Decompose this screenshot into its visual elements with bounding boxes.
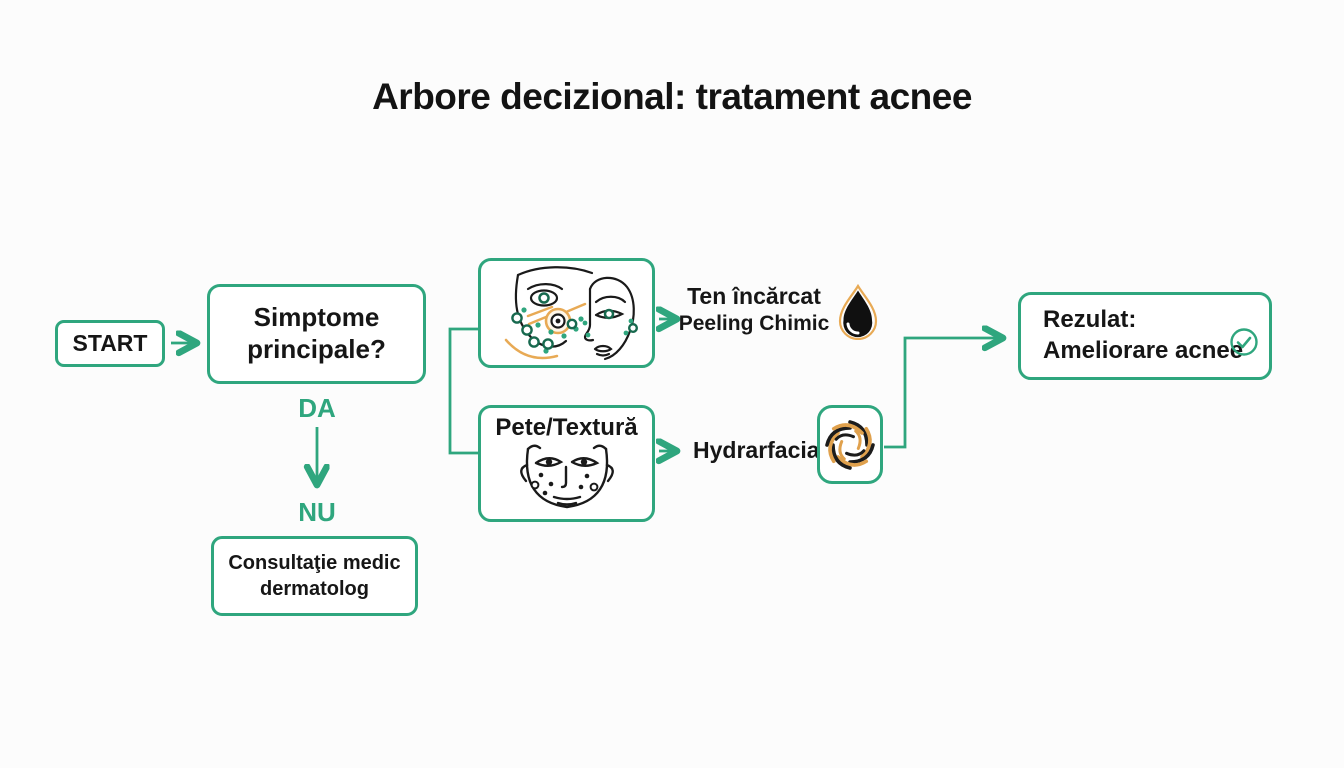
consult-line2: dermatolog [260, 578, 369, 600]
question-node: Simptome principale? [207, 284, 426, 384]
result-node: Rezulat: Ameliorare acnee [1018, 292, 1272, 380]
result-line1: Rezulat: [1043, 306, 1137, 334]
droplet-icon [838, 284, 878, 340]
bracket-branches [448, 327, 478, 455]
start-label: START [72, 330, 148, 356]
face-acne-node [478, 258, 655, 368]
connector-to-result [884, 338, 1003, 449]
start-node: START [55, 320, 165, 367]
treatment-oily: Ten încărcat Peeling Chimic [668, 283, 840, 336]
page-title: Arbore decizional: tratament acnee [372, 76, 972, 117]
question-line2: principale? [247, 334, 386, 364]
treatment-hydrafacial: Hydrarfacial [693, 437, 826, 463]
oily-line1: Ten încărcat [687, 283, 821, 309]
face-acne-icon [482, 261, 652, 365]
oily-line2: Peeling Chimic [678, 312, 830, 335]
consult-node: Consultaţie medic dermatolog [211, 536, 418, 616]
result-line2: Ameliorare acnee [1043, 337, 1244, 364]
consult-line1: Consultaţie medic [228, 552, 401, 574]
pete-label: Pete/Textură [495, 414, 638, 441]
check-circle-icon [1229, 327, 1259, 357]
pete-node: Pete/Textură [478, 405, 655, 522]
swirl-node [817, 405, 883, 484]
swirl-icon [822, 417, 878, 473]
branch-no-label: NU [298, 497, 336, 527]
question-line1: Simptome [253, 302, 380, 333]
face-spots-icon [508, 442, 626, 516]
branch-yes-label: DA [298, 393, 336, 423]
